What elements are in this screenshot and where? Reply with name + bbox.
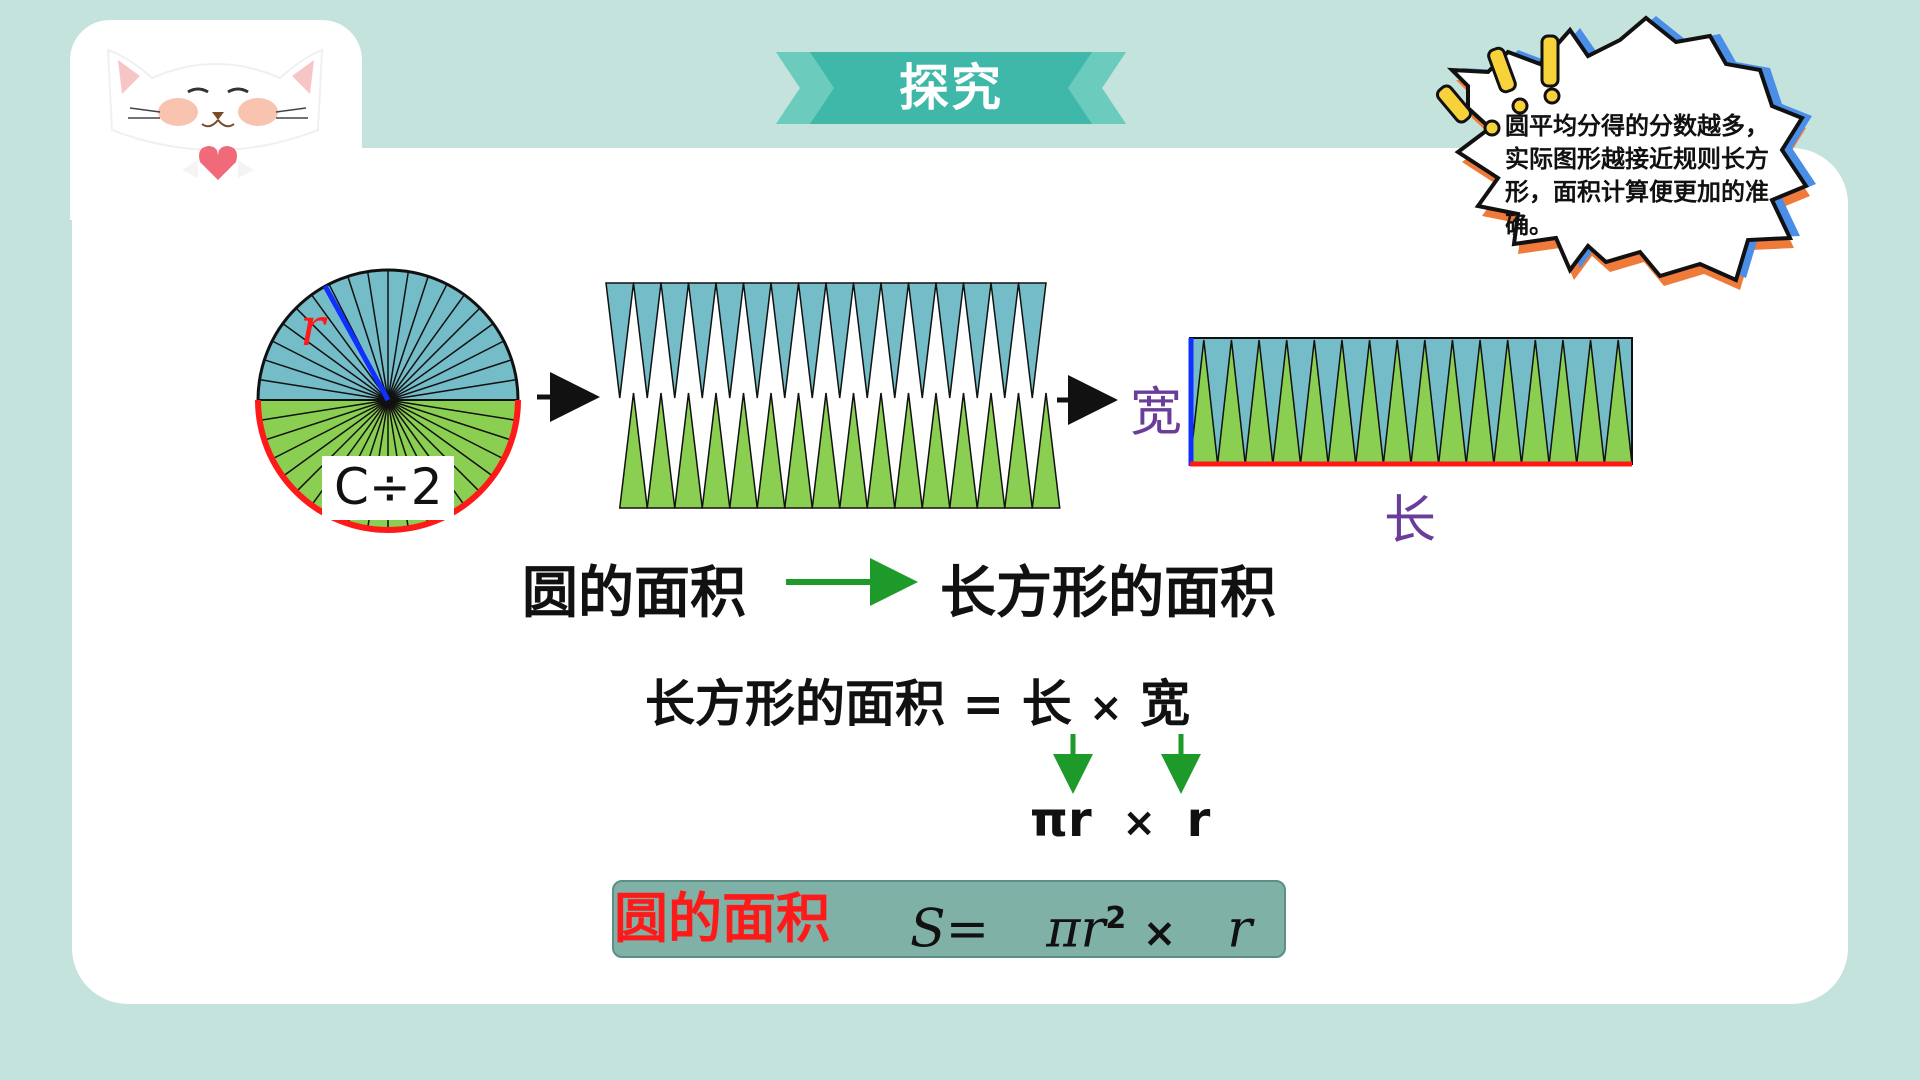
result-formula-box: 圆的面积 S= πr2 × r [612, 880, 1286, 959]
green-sector [921, 392, 951, 509]
substitution-formula: πr × r [1030, 790, 1210, 850]
result-times: × [1142, 910, 1177, 957]
radius-line [322, 284, 391, 402]
sector-spoke [387, 399, 505, 460]
sector-spoke [387, 399, 494, 478]
sector-spoke [259, 399, 389, 422]
formula-times: × [1089, 685, 1123, 731]
green-sector [1003, 392, 1034, 509]
sector-spoke [271, 399, 389, 460]
result-square: 2 [1105, 901, 1127, 936]
teal-sector [935, 282, 965, 399]
sub-width: r [1186, 792, 1211, 848]
formula-lhs: 长方形的面积 [645, 675, 945, 733]
green-sector [948, 392, 979, 509]
teal-sector [907, 282, 937, 399]
sector-spoke [264, 399, 389, 441]
speech-bubble [1435, 15, 1816, 290]
sector-spoke [387, 340, 505, 401]
sector-spoke [387, 322, 494, 401]
page-title: 探究 [899, 59, 1003, 117]
teal-sector [715, 282, 745, 399]
radius-label: r [300, 298, 325, 358]
formula-width: 宽 [1140, 675, 1191, 733]
green-sector [866, 392, 896, 509]
bubble-tip-text: 圆平均分得的分数越多，实际图形越接近规则长方形，面积计算便更加的准确。 [1505, 112, 1769, 239]
sector-spoke [347, 276, 389, 401]
sector-strip [605, 282, 1061, 509]
sector-spoke [282, 322, 389, 401]
sector-spoke [310, 294, 389, 401]
sector-spoke [271, 340, 389, 401]
teal-sector [660, 282, 690, 399]
teal-sector [742, 282, 772, 399]
sector-spoke [282, 399, 389, 478]
sector-spoke [387, 283, 448, 401]
circle-diagram [255, 268, 521, 533]
green-sector [756, 392, 786, 509]
teal-sector [632, 282, 662, 399]
half-circumference-label: C÷2 [334, 458, 443, 516]
sector-spoke [387, 378, 517, 401]
teal-sector [797, 282, 827, 399]
teal-sector [605, 282, 635, 399]
title-banner [776, 52, 1126, 124]
green-sector [811, 392, 841, 509]
half-circumference-box [322, 456, 454, 520]
sector-spoke [387, 399, 517, 422]
formula-equals: = [962, 675, 1005, 733]
green-sector [618, 392, 649, 509]
sector-spoke [295, 307, 389, 401]
sector-spoke [387, 276, 429, 401]
result-r: r [1227, 899, 1253, 960]
teal-sector [962, 282, 992, 399]
result-pi-r: πr [1046, 899, 1106, 960]
sector-spoke [387, 307, 481, 401]
rectangle-area-formula: 长方形的面积 = 长 × 宽 [645, 668, 1245, 740]
green-sector [728, 392, 759, 509]
rectangle-diagram [1188, 337, 1633, 467]
circle-area-label: 圆的面积 [522, 561, 746, 626]
sector-spoke [295, 399, 389, 493]
green-sector [976, 392, 1006, 509]
formula-length: 长 [1021, 675, 1072, 733]
length-label: 长 [1384, 491, 1437, 551]
sector-spoke [387, 359, 512, 401]
cat-mascot-icon [106, 48, 324, 180]
rectangle-area-label: 长方形的面积 [940, 561, 1276, 626]
exclamation-icon [1435, 34, 1561, 137]
green-sector [701, 392, 731, 509]
sector-spoke [387, 399, 512, 441]
sub-times: × [1122, 800, 1156, 846]
sector-spoke [366, 271, 389, 401]
sector-spoke [387, 399, 481, 493]
result-label: 圆的面积 [614, 887, 830, 950]
teal-sector [687, 282, 717, 399]
teal-sector [770, 282, 800, 399]
teal-sector [1017, 282, 1047, 399]
sector-spoke [259, 378, 389, 401]
green-sector [783, 392, 814, 509]
sub-length: πr [1030, 792, 1092, 848]
green-sector [893, 392, 924, 509]
sector-spoke [264, 359, 389, 401]
teal-sector [880, 282, 910, 399]
teal-sector [825, 282, 855, 399]
result-formula: S= πr2 × r [910, 886, 1252, 959]
green-sector [838, 392, 869, 509]
green-sector [673, 392, 704, 509]
sector-spoke [387, 294, 466, 401]
teal-sector [990, 282, 1020, 399]
teal-sector [852, 282, 882, 399]
sector-spoke [387, 271, 410, 401]
result-s: S= [910, 899, 990, 960]
green-sector [646, 392, 676, 509]
width-label: 宽 [1130, 383, 1183, 443]
green-sector [1031, 392, 1061, 509]
